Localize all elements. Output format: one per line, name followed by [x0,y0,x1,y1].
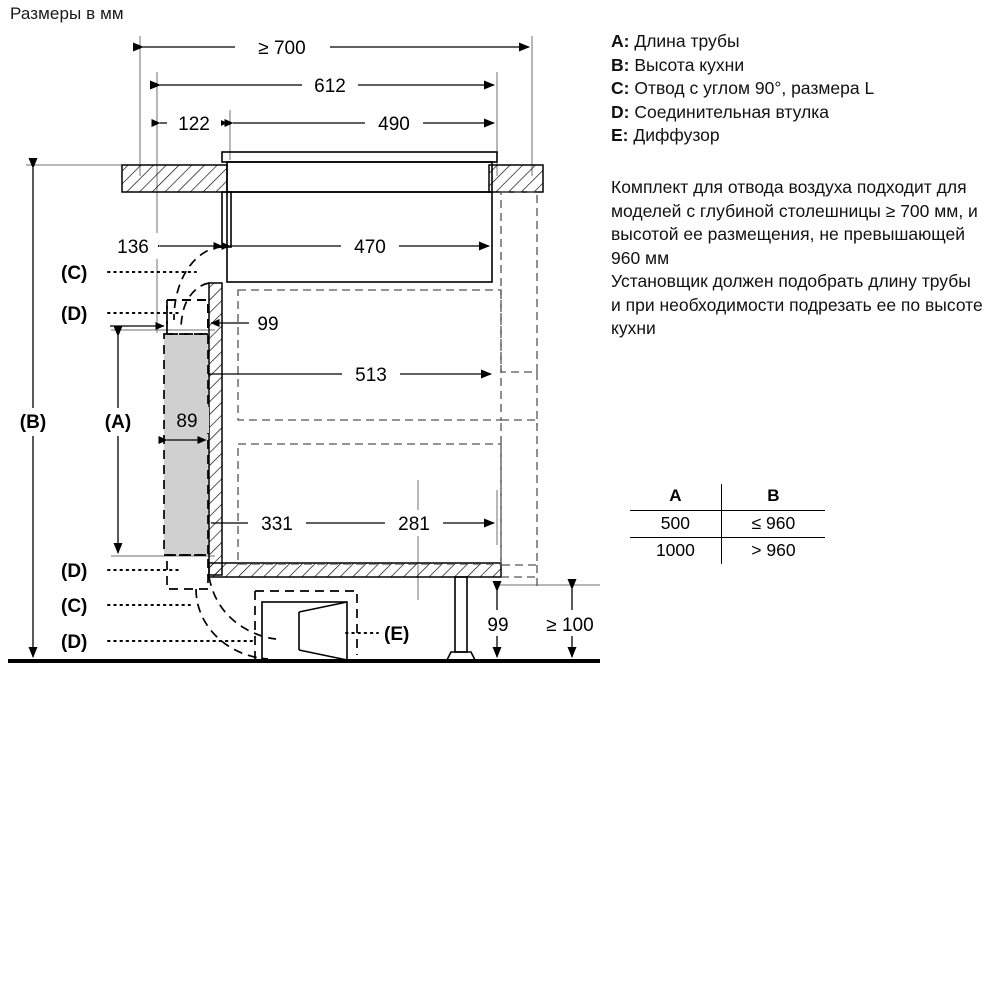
hob-appliance-body [221,151,498,283]
dimension-470: 470 [221,233,490,259]
legend-text-a: Длина трубы [634,31,740,51]
callout-d-upper: (D) [61,304,181,325]
dimension-a-length: (A) [93,326,143,554]
callout-label-c-upper: (C) [61,263,87,284]
callout-c-lower: (C) [61,596,191,617]
dim-label-281: 281 [398,514,430,535]
connector-sleeve-upper [166,299,209,335]
legend-text-e: Диффузор [633,125,720,145]
page-title: Размеры в мм [10,4,124,23]
dim-label-331: 331 [261,514,293,535]
dim-label-136: 136 [117,237,149,258]
dim-label-490: 490 [378,114,410,135]
legend-text-b: Высота кухни [634,54,745,75]
note-block: Комплект для отвода воздуха подходит для… [611,176,983,341]
dimension-612: 612 [150,72,495,98]
callout-label-e: (E) [384,624,409,645]
legend-key-a: A: [611,31,630,51]
legend-key-d: D: [611,101,630,122]
callout-d-lower-1: (D) [61,561,179,582]
note-paragraph-2: Установщик должен подобрать длину трубы … [611,271,983,338]
legend-text-c: Отвод с углом 90°, размера L [634,78,875,98]
support-leg [445,576,477,661]
dimension-281: 281 [385,510,495,536]
legend-key-c: C: [611,78,630,98]
dimension-331: 331 [211,510,417,536]
legend-item-c: C: Отвод с углом 90°, размера L [611,77,1000,101]
table-cell-b-1: ≤ 960 [720,510,825,538]
table-row: 1000 > 960 [630,537,825,564]
dimension-490: 490 [224,110,495,136]
callout-label-d-lower-2: (D) [61,632,87,653]
dim-label-99-base: 99 [487,615,508,636]
dim-label-min-100: ≥ 100 [546,615,593,636]
table-header-row: A B [630,484,825,511]
legend-key-b: B: [611,54,630,75]
vertical-pipe [163,333,209,556]
dimension-136: 136 [108,233,223,259]
ab-table: A B 500 ≤ 960 1000 > 960 [630,484,825,564]
legend-item-e: E: Диффузор [611,124,1000,148]
diffuser-part [261,601,348,661]
worktop-slab [121,164,544,193]
callout-c-upper: (C) [61,263,197,284]
hidden-outline-upper [237,191,538,566]
table-header-a: A [669,486,682,505]
dimension-513: 513 [201,361,492,387]
legend-item-a: A: Длина трубы [611,30,1000,54]
dimension-99-base: 99 [475,581,521,658]
legend-list: A: Длина трубы B: Высота кухни C: Отвод … [611,30,1000,148]
legend-item-b: B: Высота кухни [611,54,1000,78]
table-cell-a-1: 500 [660,513,690,533]
dimension-top-overall: ≥ 700 [133,34,530,60]
diffuser-leader: (E) [345,624,409,645]
table-row: 500 ≤ 960 [630,510,825,538]
dim-label-612: 612 [314,76,346,97]
dim-label-513: 513 [355,365,387,386]
table-cell-b-2: > 960 [720,537,825,564]
dim-label-89: 89 [176,411,197,432]
duct-spigot [208,282,502,578]
callout-label-a: (A) [105,412,131,433]
dimension-89: 89 [158,407,209,444]
callout-d-lower-2: (D) [61,632,253,653]
dim-label-99-spigot: 99 [257,314,278,335]
extension-lines [26,36,600,600]
callout-label-c-lower: (C) [61,596,87,617]
table-cell-a-2: 1000 [655,540,695,560]
note-paragraph-1: Комплект для отвода воздуха подходит для… [611,177,978,268]
connector-sleeve-lower [166,554,209,590]
legend-item-d: D: Соединительная втулка [611,101,1000,125]
dimension-b-height: (B) [8,158,58,658]
callout-label-d-lower-1: (D) [61,561,87,582]
dim-label-122: 122 [178,114,210,135]
dim-label-470: 470 [354,237,386,258]
callout-label-d-upper: (D) [61,304,87,325]
dim-label-top-overall: ≥ 700 [258,38,305,59]
elbow-lower-90deg [195,576,358,660]
cabinet-outline-right [501,565,538,590]
legend-text-d: Соединительная втулка [634,101,829,122]
dimension-99-spigot: 99 [210,310,293,336]
dimension-min-100: ≥ 100 [530,579,610,658]
dimension-122: 122 [151,110,228,136]
callout-label-b: (B) [20,412,46,433]
elbow-upper-90deg [173,246,223,331]
table-header-b: B [720,484,825,511]
legend-key-e: E: [611,125,629,145]
